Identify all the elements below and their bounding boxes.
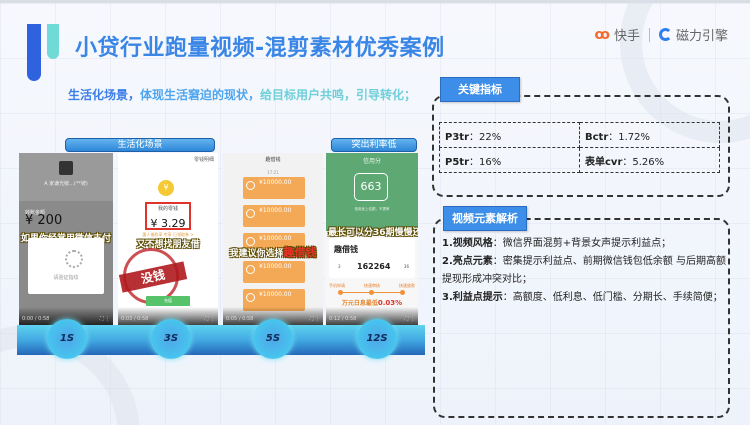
- timeline-node-12s: 12S: [357, 319, 397, 359]
- fingerprint-icon: [65, 250, 83, 268]
- analysis-box: [433, 218, 730, 418]
- transfer-card: ¥10000.00: [243, 177, 305, 199]
- metrics-tag: 关键指标: [440, 77, 520, 102]
- score-label: 信用分: [362, 158, 381, 165]
- stat-left: 3: [338, 264, 341, 269]
- header-link: 零钱明细: [193, 157, 214, 163]
- video-controls[interactable]: 0:03 / 0:58 ⛶ ⋮: [118, 307, 218, 325]
- chat-title: 趣借钱: [265, 157, 281, 163]
- video-caption: 最长可以分36期慢慢还: [328, 228, 418, 238]
- transfer-card: ¥10000.00: [243, 233, 305, 255]
- cili-logo-icon: [658, 28, 672, 41]
- fullscreen-icon[interactable]: ⛶ ⋮: [404, 316, 415, 322]
- page-title: 小贷行业跑量视频-混剪素材优秀案例: [75, 36, 445, 61]
- metric-cell: Bctr：1.72%: [579, 122, 720, 148]
- transfer-icon: [246, 265, 255, 274]
- subtitle-part: 生活化场景，: [68, 88, 141, 102]
- stat-right: 36: [403, 264, 409, 269]
- stamp-text: 没钱: [118, 261, 188, 293]
- brand-divider: [648, 27, 650, 42]
- fullscreen-icon[interactable]: ⛶ ⋮: [309, 316, 320, 322]
- brand-cili: 磁力引擎: [675, 29, 728, 44]
- transfer-icon: [246, 237, 255, 246]
- amount: ¥ 200: [25, 213, 63, 228]
- analysis-item: 2.亮点元素：密集提示利益点、前期微信钱包低余额 与后期高额提现形成冲突对比；: [442, 256, 726, 285]
- metrics-table: P3tr：22% Bctr：1.72% P5tr：16% 表单cvr：5.26%: [439, 122, 720, 173]
- app-name: 趣借钱: [334, 245, 358, 254]
- metric-cell: P3tr：22%: [439, 122, 580, 148]
- transfer-icon: [246, 293, 255, 302]
- title-accent-bar: [47, 24, 59, 59]
- analysis-text: 1.视频风格：微信界面混剪+背景女声提示利益点； 2.亮点元素：密集提示利益点、…: [442, 235, 727, 307]
- metric-cell: P5tr：16%: [439, 147, 580, 173]
- step-dot: [400, 290, 405, 295]
- step-dot: [338, 290, 343, 295]
- video-controls[interactable]: 0:00 / 0:58 ⛶ ⋮: [19, 307, 113, 325]
- brand-logos: ꝏ 快手 磁力引擎: [594, 25, 728, 45]
- yen-coin-icon: ¥: [158, 180, 174, 196]
- credit-score-panel: 信用分 663 信用优上佳额，不提审: [326, 153, 418, 231]
- subtitle: 生活化场景，体现生活窘迫的现状，给目标用户共鸣，引导转化；: [68, 86, 416, 103]
- title-accent-bar: [27, 24, 41, 81]
- play-time: 0:03 / 0:58: [121, 316, 149, 322]
- chat-time: 17:21: [267, 170, 279, 175]
- balance-label: 我的零钱: [157, 206, 178, 212]
- rate-text: 万元日息最低0.03%: [341, 299, 403, 307]
- step-dot: [369, 290, 374, 295]
- play-time: 0:12 / 0:58: [329, 316, 357, 322]
- video-caption: 又不想找朋友借: [136, 240, 200, 250]
- video-caption: 我建议你选择趣借钱: [229, 246, 317, 259]
- fullscreen-icon[interactable]: ⛶ ⋮: [204, 316, 215, 322]
- amount-label: 转账金额: [25, 210, 46, 216]
- loan-amount: 162264: [357, 262, 391, 271]
- video-controls[interactable]: 0:05 / 0:58 ⛶ ⋮: [223, 307, 323, 325]
- video-frame-2[interactable]: 零钱明细 ¥ 我的零钱 ¥ 3.29 惠人借款享 专享 已领取券 > 又不想找朋…: [118, 153, 218, 325]
- transfer-card: ¥10000.00: [243, 289, 305, 311]
- video-frame-4[interactable]: 信用分 663 信用优上佳额，不提审 最长可以分36期慢慢还 趣借钱 3 162…: [326, 153, 418, 325]
- score-badge: 663: [354, 173, 388, 201]
- brand-kuaishou: 快手: [613, 29, 640, 44]
- steps: 手机申请 快速审核 快速放款: [329, 283, 415, 288]
- table-row: P5tr：16% 表单cvr：5.26%: [439, 147, 720, 173]
- video-controls[interactable]: 0:12 / 0:58 ⛶ ⋮: [326, 307, 418, 325]
- video-frame-3[interactable]: 趣借钱 17:21 ¥10000.00 ¥10000.00 ¥10000.00 …: [223, 153, 323, 325]
- analysis-item: 3.利益点提示：高额度、低利息、低门槛、分期长、手续简便；: [442, 292, 723, 303]
- fingerprint-dialog: 请验证指纹: [28, 238, 104, 294]
- fullscreen-icon[interactable]: ⛶ ⋮: [99, 316, 110, 322]
- video-frame-1[interactable]: A 家谦光敏...(**坡) 转账金额 ¥ 200 如果你经常用微信支付 请验证…: [19, 153, 113, 325]
- metric-cell: 表单cvr：5.26%: [579, 147, 720, 173]
- section-label-low-rate: 突出利率低: [331, 138, 417, 152]
- analysis-tag: 视频元素解析: [443, 206, 527, 231]
- transfer-card: ¥10000.00: [243, 261, 305, 283]
- balance-box: 我的零钱 ¥ 3.29: [145, 202, 191, 230]
- balance-value: ¥ 3.29: [150, 217, 186, 230]
- metrics-box: [432, 95, 730, 197]
- score-note: 信用优上佳额，不提审: [354, 207, 390, 211]
- topup-button: 充值: [146, 296, 190, 306]
- dialog-label: 请验证指纹: [53, 275, 79, 281]
- subtitle-part: 体现生活窘迫的现状，: [140, 88, 261, 102]
- play-time: 0:05 / 0:58: [226, 316, 254, 322]
- play-time: 0:00 / 0:58: [22, 316, 50, 322]
- timeline-node-1s: 1S: [47, 319, 87, 359]
- payee-name: A 家谦光敏...(**坡): [44, 181, 88, 187]
- timeline-node-5s: 5S: [253, 319, 293, 359]
- subtitle-part: 给目标用户共鸣，引导转化；: [260, 88, 417, 102]
- analysis-item: 1.视频风格：微信界面混剪+背景女声提示利益点；: [442, 238, 672, 249]
- transfer-card: ¥10000.00: [243, 205, 305, 227]
- loan-panel: 趣借钱 3 162264 36: [329, 238, 415, 278]
- transfer-icon: [246, 181, 255, 190]
- timeline-node-3s: 3S: [151, 319, 191, 359]
- kuaishou-logo-icon: ꝏ: [594, 26, 610, 43]
- avatar: [59, 161, 73, 175]
- promo-link: 惠人借款享 专享 已领取券 >: [142, 232, 194, 237]
- transfer-icon: [246, 209, 255, 218]
- table-row: P3tr：22% Bctr：1.72%: [439, 122, 720, 148]
- section-label-life-scene: 生活化场景: [65, 138, 215, 152]
